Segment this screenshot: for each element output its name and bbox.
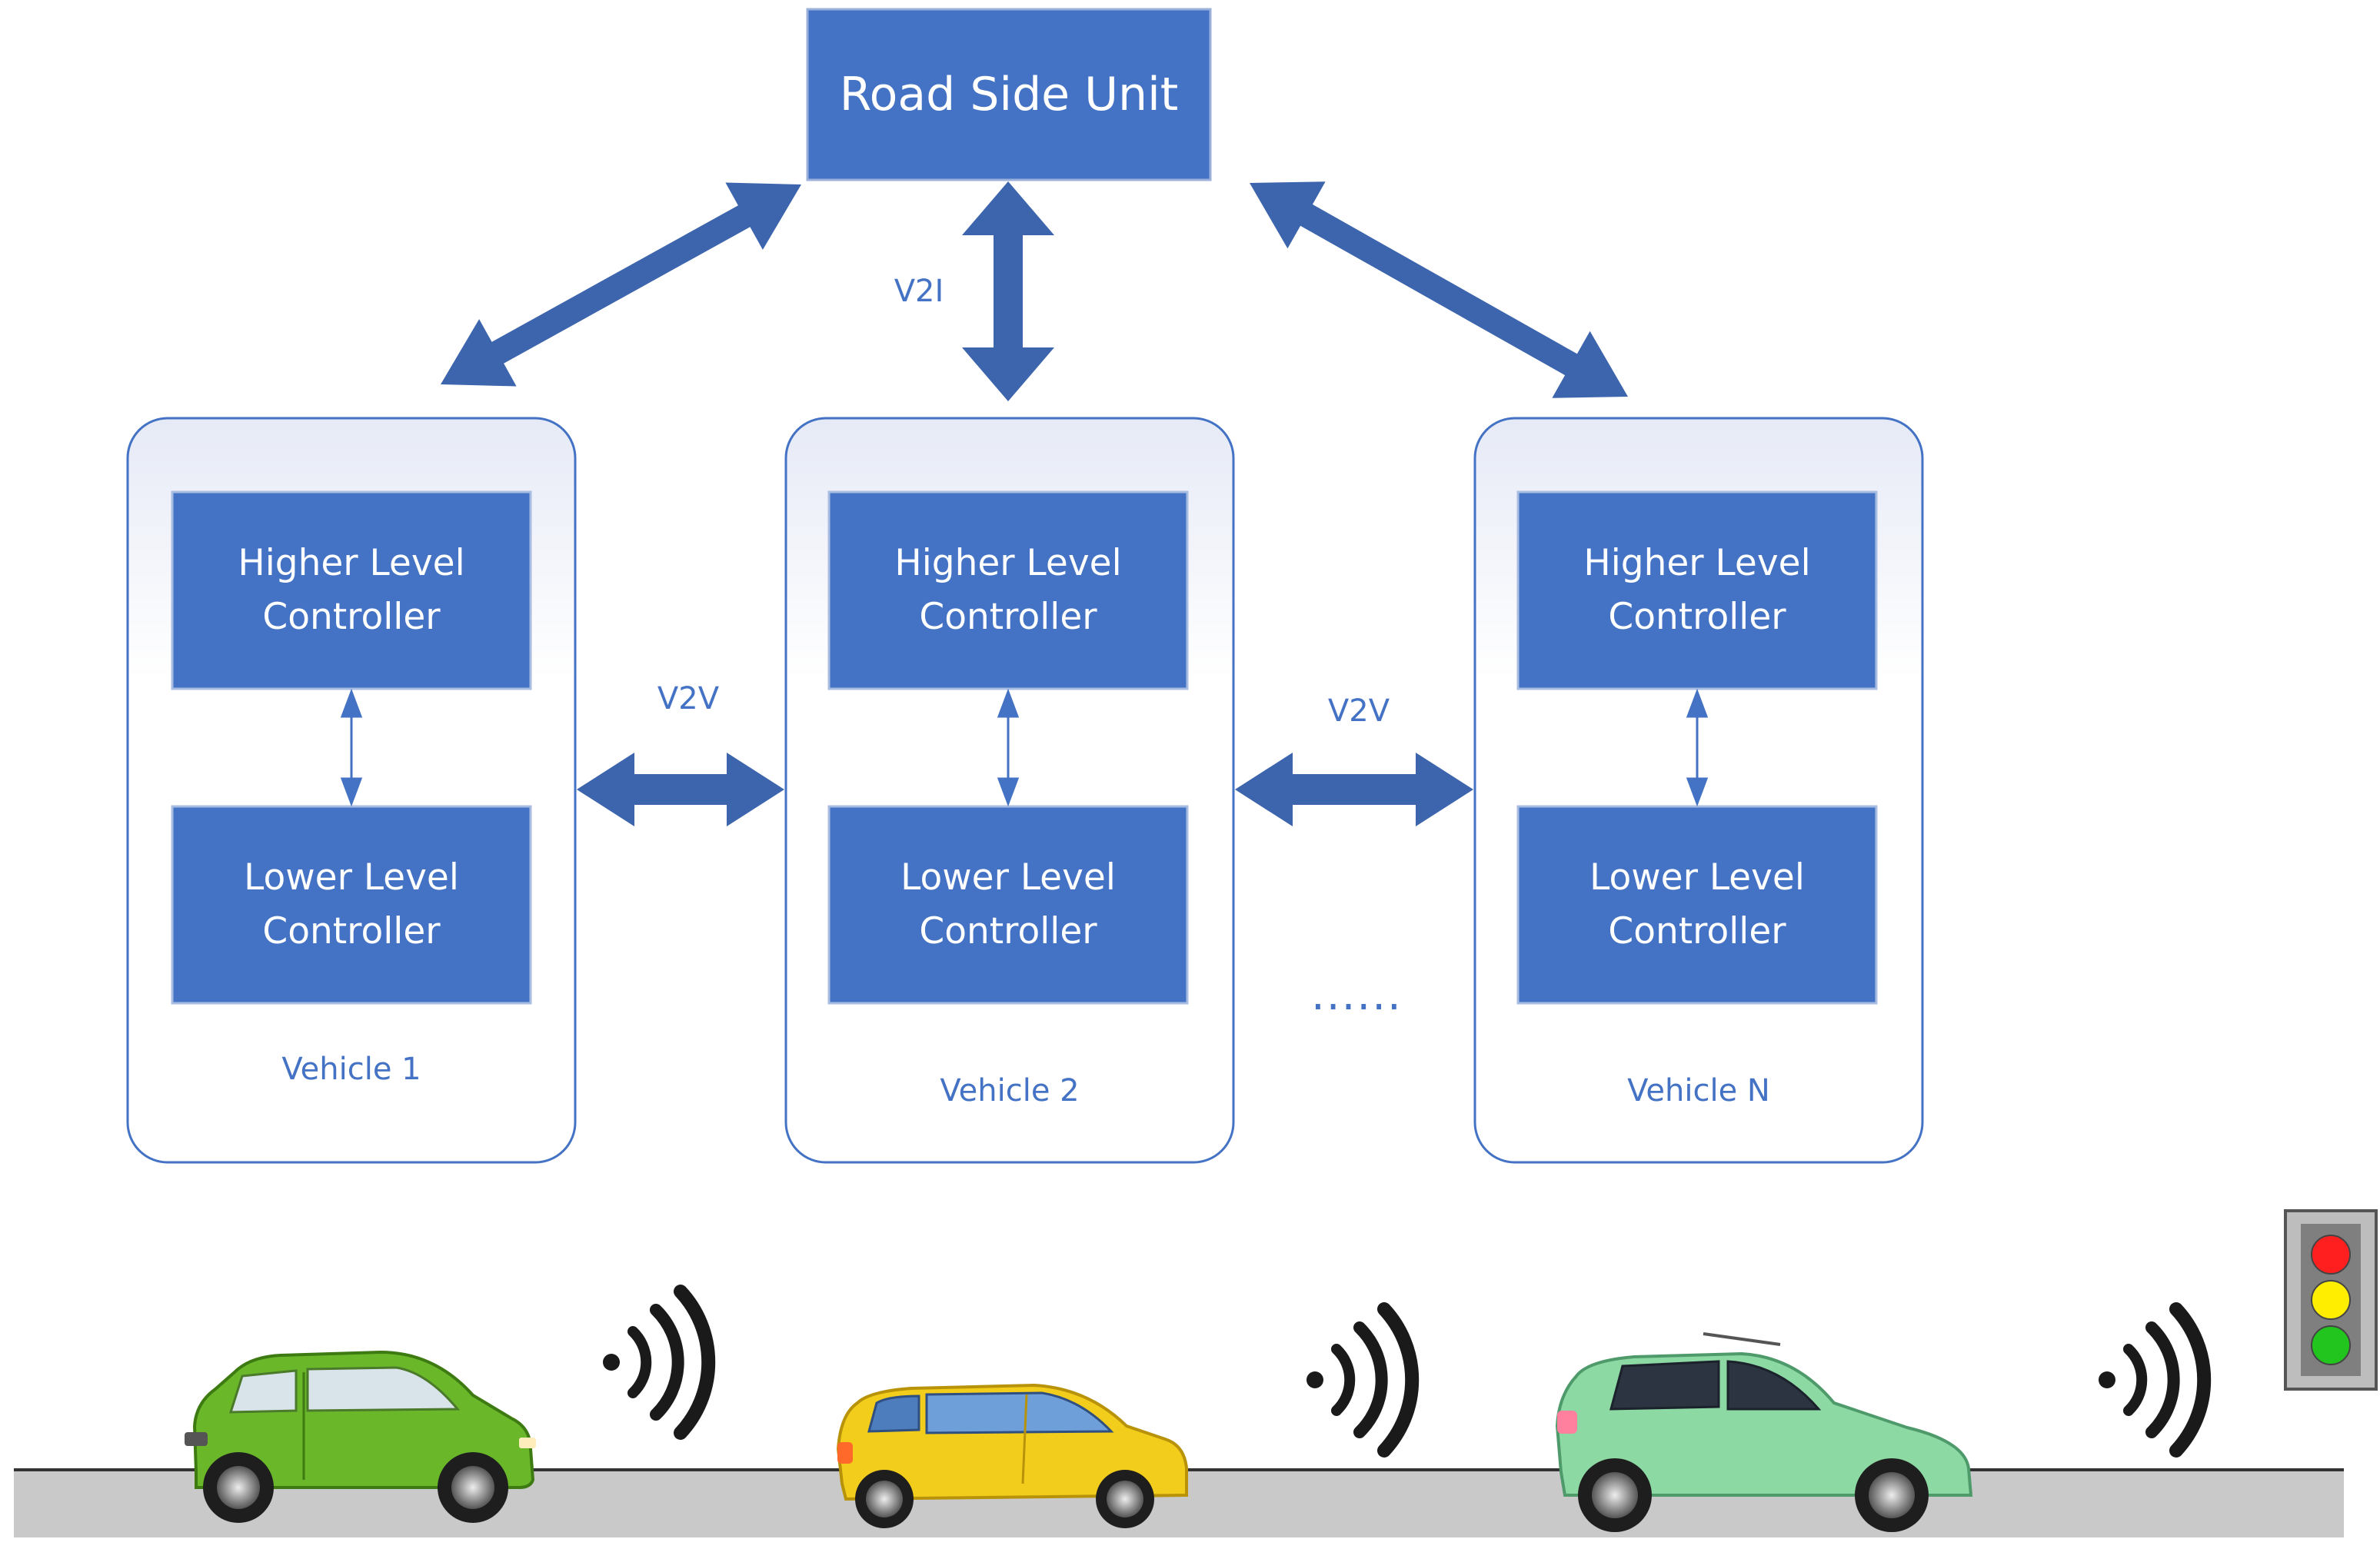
road-side-unit-label: Road Side Unit (839, 68, 1179, 121)
v2i-label: V2I (894, 274, 944, 309)
yellow-light (2311, 1280, 2351, 1320)
wireless-signal-icon (2099, 1302, 2212, 1458)
vehicle-2-internal-arrow (997, 688, 1020, 807)
green-car (185, 1350, 536, 1523)
red-light (2311, 1235, 2351, 1275)
vehicle-1-lower-controller-label: Lower Level Controller (244, 856, 459, 952)
wireless-signal-icon (1307, 1302, 1420, 1458)
wireless-signal-icon (603, 1285, 716, 1440)
vehicle-n-lower-controller-label: Lower Level Controller (1589, 856, 1805, 952)
vehicle-2-lower-controller-box (827, 805, 1189, 1005)
v2i-arrow-left (441, 182, 801, 387)
vehicle-2-label: Vehicle 2 (940, 1073, 1080, 1109)
road-side-unit-box (806, 8, 1212, 181)
v2v-label-right: V2V (1327, 693, 1390, 729)
vehicle-n-label: Vehicle N (1627, 1073, 1770, 1109)
v2v-label-left: V2V (657, 681, 720, 716)
vehicle-1-lower-controller-box (171, 805, 532, 1005)
more-vehicles-ellipsis: ...... (1311, 970, 1403, 1020)
vehicle-2-higher-controller-label: Higher Level Controller (894, 542, 1122, 638)
mint-car (1555, 1332, 1973, 1532)
green-light (2311, 1325, 2351, 1365)
v2v-arrow-left (577, 753, 784, 826)
communication-arrows (441, 181, 1628, 826)
v2i-arrow-right (1250, 181, 1628, 398)
vehicle-n-internal-arrow (1686, 688, 1709, 807)
vehicle-n-higher-controller-box (1516, 490, 1878, 690)
vehicle-1-label: Vehicle 1 (281, 1052, 421, 1087)
vehicle-n-higher-controller-label: Higher Level Controller (1583, 542, 1811, 638)
vehicle-1-internal-arrow (340, 688, 363, 807)
vehicle-1-higher-controller-label: Higher Level Controller (238, 542, 465, 638)
traffic-light-icon (2284, 1209, 2378, 1391)
v2i-arrow-center (962, 181, 1054, 401)
yellow-car (836, 1383, 1188, 1528)
v2v-arrow-right (1235, 753, 1473, 826)
vehicle-2-lower-controller-label: Lower Level Controller (900, 856, 1116, 952)
